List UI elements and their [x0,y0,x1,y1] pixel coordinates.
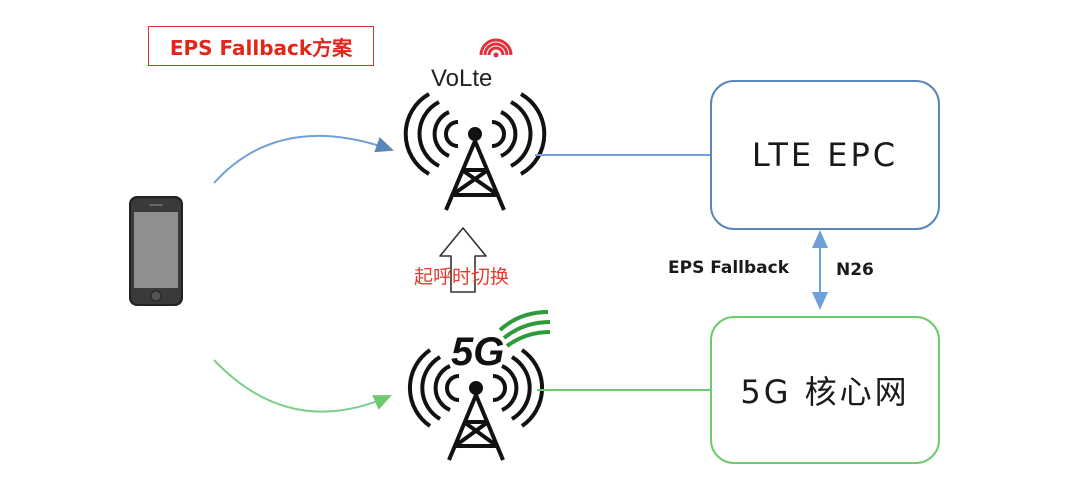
fiveg-logo: 5G [451,310,551,374]
phone-to-lte-arrow [213,134,394,184]
wifi-signal-icon [479,38,513,58]
up-arrow-icon [439,227,487,293]
lte-epc-node: LTE EPC [710,80,940,230]
antenna-tower-icon [447,394,505,461]
antenna-tower-icon [444,140,506,211]
fiveg-tower [407,348,545,461]
signal-waves-icon [407,348,545,428]
signal-waves-icon [403,92,547,176]
lte-tower [403,92,547,211]
eps-fallback-label: EPS Fallback [668,258,790,278]
phone-to-5g-arrow [213,359,392,413]
handover-label: 起呼时切换 [414,266,510,288]
fiveg-logo-text: 5G [451,330,504,374]
diagram-title: EPS Fallback方案 [148,26,374,66]
volte-logo: VoLte [431,38,513,92]
phone-icon [129,196,183,306]
volte-logo-text: VoLte [431,65,492,92]
lte-epc-label: LTE EPC [751,136,899,174]
fiveg-swoosh-icon [498,310,551,348]
fiveg-core-node: 5G 核心网 [710,316,940,464]
fiveg-core-label: 5G 核心网 [740,373,910,411]
n26-label: N26 [836,260,874,280]
